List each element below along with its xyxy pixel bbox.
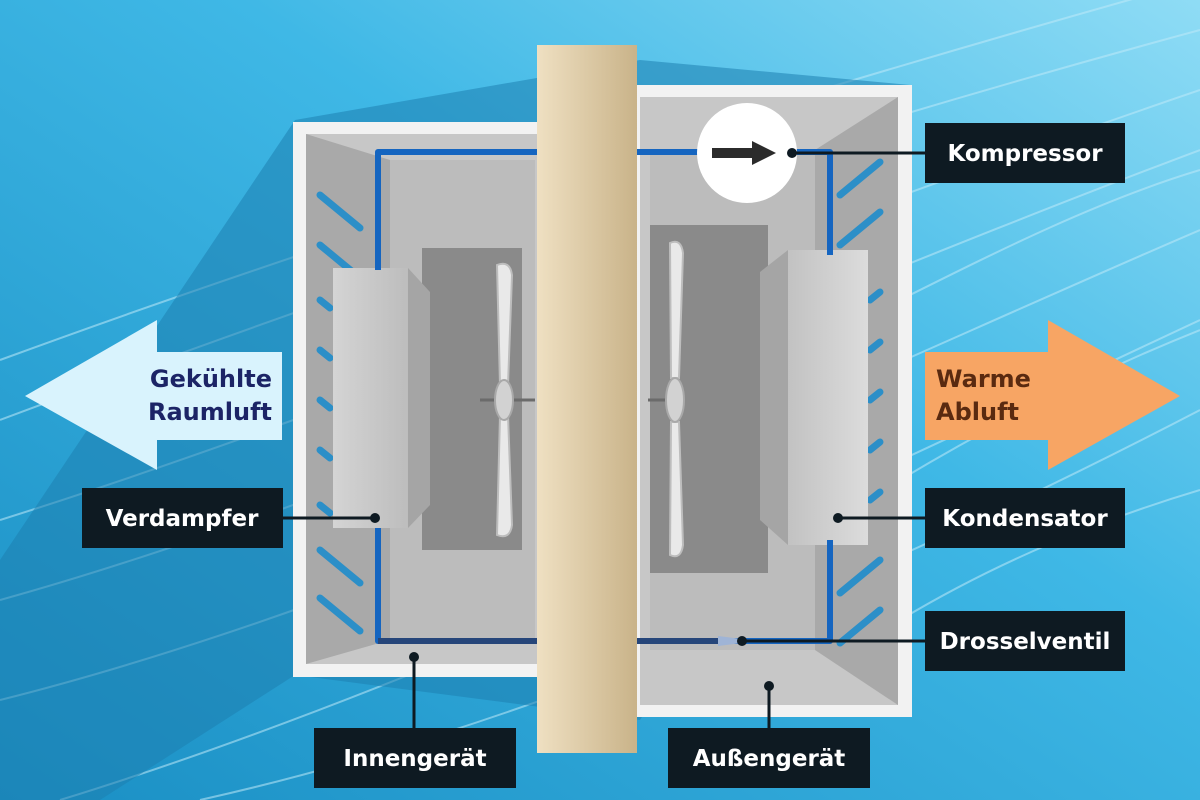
label-condenser-text: Kondensator xyxy=(942,506,1108,532)
label-throttle-valve: Drosselventil xyxy=(925,611,1125,671)
warm-air-line1: Warme xyxy=(936,365,1031,393)
cooled-air-arrow: Gekühlte Raumluft xyxy=(25,320,282,470)
warm-air-line2: Abluft xyxy=(936,398,1019,426)
warm-air-arrow: Warme Abluft xyxy=(925,320,1180,470)
compressor xyxy=(697,103,797,203)
fan-icon xyxy=(648,240,685,558)
evaporator-coil xyxy=(333,268,430,528)
label-evaporator-text: Verdampfer xyxy=(106,506,260,532)
cooled-air-line2: Raumluft xyxy=(148,398,272,426)
outdoor-vents xyxy=(836,158,884,647)
label-outdoor-unit-text: Außengerät xyxy=(693,746,846,772)
leader-lines xyxy=(283,148,925,730)
label-condenser: Kondensator xyxy=(925,488,1125,548)
label-compressor-text: Kompressor xyxy=(947,141,1103,167)
throttle-valve-constriction xyxy=(718,636,742,646)
label-indoor-unit-text: Innengerät xyxy=(343,746,486,772)
label-outdoor-unit: Außengerät xyxy=(668,728,870,788)
indoor-unit xyxy=(293,122,543,677)
label-throttle-valve-text: Drosselventil xyxy=(940,629,1111,655)
arrow-right-icon xyxy=(712,141,776,165)
wall xyxy=(537,45,637,753)
label-evaporator: Verdampfer xyxy=(82,488,283,548)
cooled-air-line1: Gekühlte xyxy=(150,365,272,393)
condenser-coil xyxy=(760,250,868,545)
fan-icon xyxy=(480,262,535,538)
label-indoor-unit: Innengerät xyxy=(314,728,516,788)
label-compressor: Kompressor xyxy=(925,123,1125,183)
